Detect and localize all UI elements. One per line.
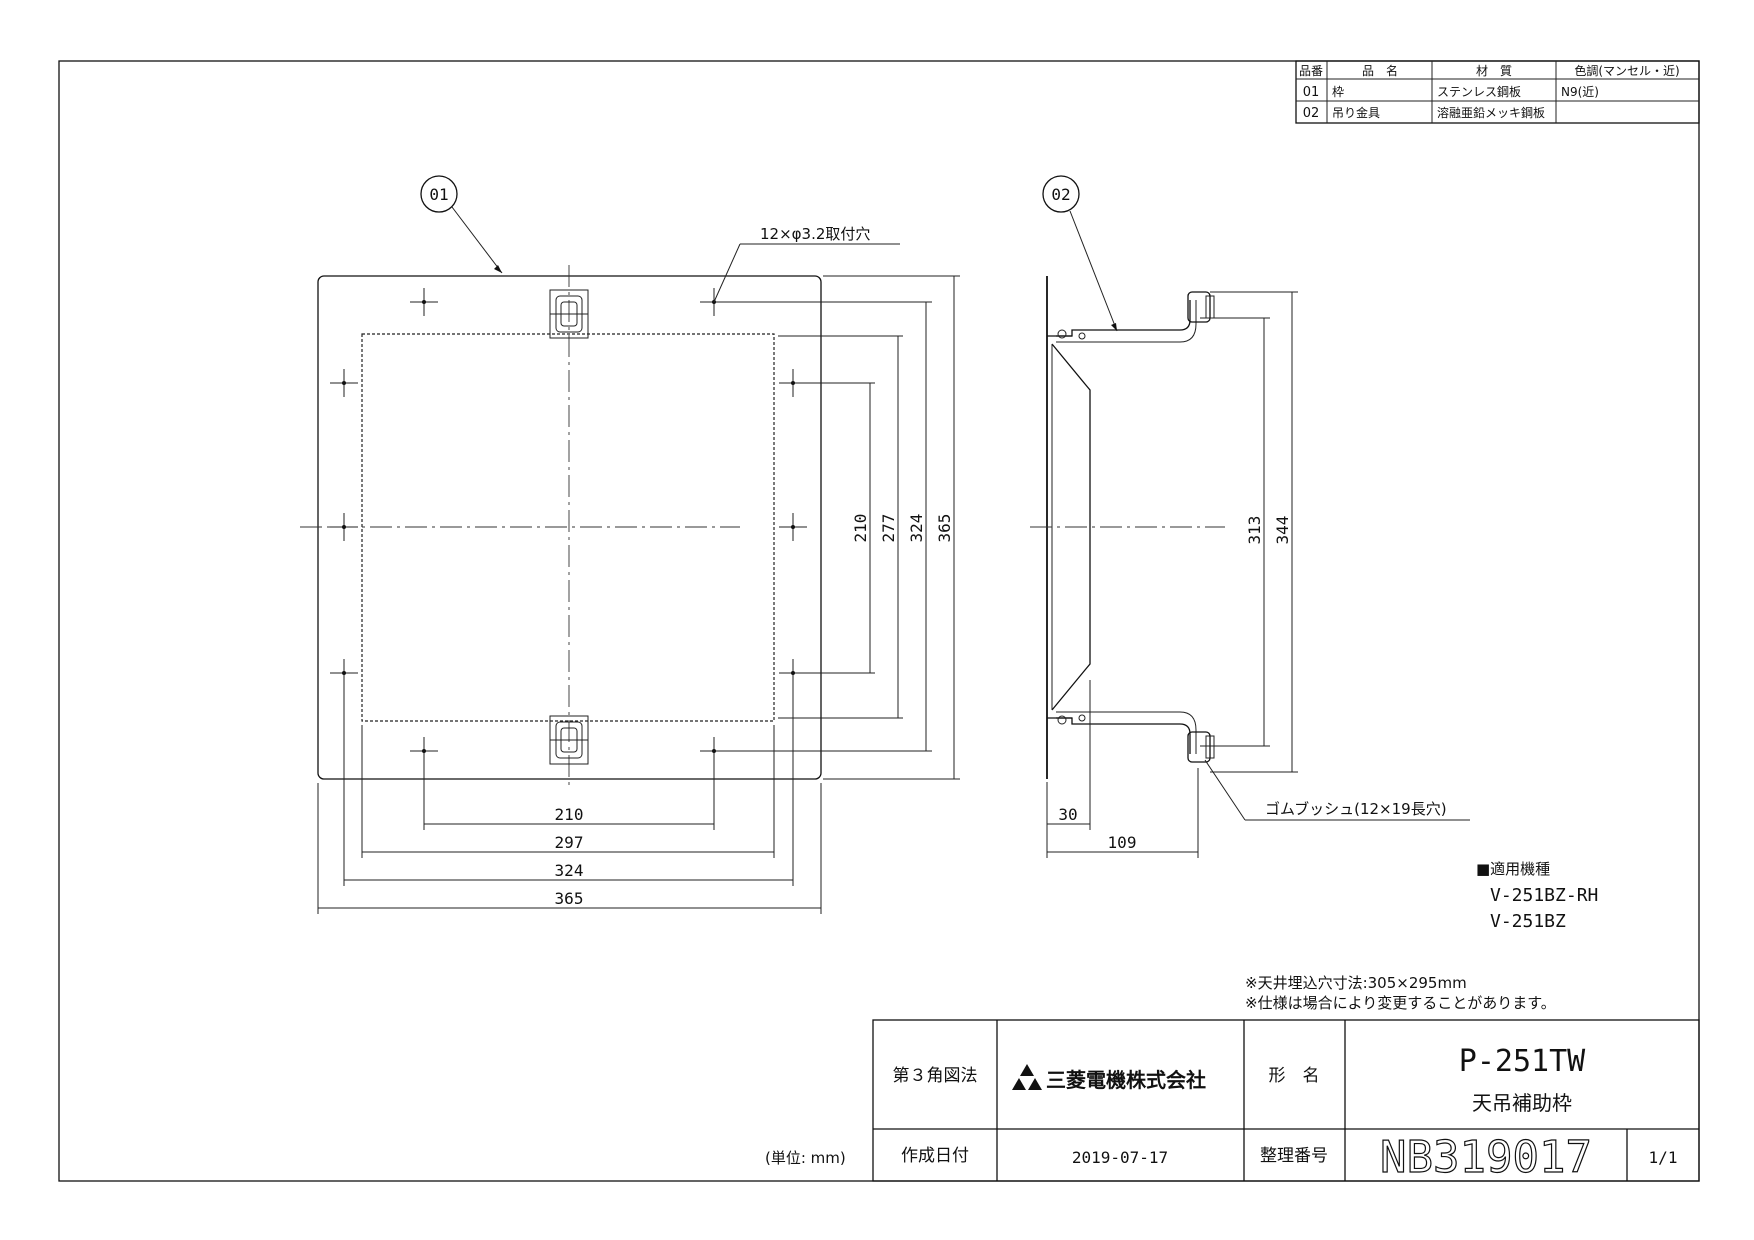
hanger-bracket-top [549,289,589,339]
holes-callout: 12×φ3.2取付穴 [760,225,870,243]
inner-opening [361,333,775,722]
title-block: 第３角図法 三菱電機株式会社 形 名 P-251TW 天吊補助枠 作成日付 20… [872,1019,1700,1184]
header-no: 品番 [1299,64,1323,78]
projection-label: 第３角図法 [893,1066,978,1086]
note-spec-change: ※仕様は場合により変更することがあります。 [1245,994,1556,1012]
model-label: 形 名 [1269,1066,1320,1086]
dim-side-109: 109 [1108,833,1137,852]
dim-h-324: 324 [555,861,584,880]
model-item-2: V-251BZ [1490,911,1566,932]
note-ceiling-hole: ※天井埋込穴寸法:305×295mm [1245,974,1467,992]
dim-h-365: 365 [555,889,584,908]
drawing-number: NB319017 [1380,1132,1592,1183]
dim-side-313: 313 [1245,516,1264,545]
header-color: 色調(マンセル・近) [1574,64,1679,78]
front-vertical-dims: 210 277 324 365 [720,275,960,780]
side-bracket-bottom [1056,711,1215,763]
row1-no: 01 [1303,85,1320,100]
front-view: 01 12×φ3.2取付穴 210 277 324 365 [300,175,960,914]
front-horizontal-dims: 210 297 324 365 [317,680,822,914]
dim-v-277: 277 [879,514,898,543]
header-name: 品 名 [1362,63,1398,78]
models-heading: ■適用機種 [1476,860,1550,878]
grommet-callout: ゴムブッシュ(12×19長穴) [1265,800,1447,818]
number-label: 整理番号 [1260,1146,1328,1166]
company-name: 三菱電機株式会社 [1046,1068,1206,1092]
sheet-number: 1/1 [1649,1148,1678,1167]
row2-no: 02 [1303,106,1320,121]
balloon-02 [1042,175,1080,213]
balloon-02-label: 02 [1051,185,1070,204]
frame-outline [317,275,822,780]
parts-table: 品番 品 名 材 質 色調(マンセル・近) 01 枠 ステンレス鋼板 N9(近)… [1295,60,1700,124]
sheet-border [58,60,1700,1182]
hanger-bracket-bottom [549,715,589,765]
dim-side-30: 30 [1058,805,1077,824]
applicable-models: ■適用機種 V-251BZ-RH V-251BZ [1476,860,1598,932]
dim-v-324: 324 [907,514,926,543]
dim-h-210: 210 [555,805,584,824]
unit-label: (単位: mm) [765,1149,846,1167]
side-view: 02 ゴムブッシュ(12×19長穴) 313 344 30 109 [1030,175,1470,858]
row1-material: ステンレス鋼板 [1437,85,1521,99]
model-number: P-251TW [1459,1044,1586,1079]
dim-v-365: 365 [935,514,954,543]
dim-v-210: 210 [851,514,870,543]
mounting-holes [330,288,807,765]
header-material: 材 質 [1476,63,1512,78]
frame-body [1051,343,1091,711]
company-logo [1012,1064,1042,1090]
creation-date: 2019-07-17 [1072,1148,1168,1167]
row2-name: 吊り金具 [1332,105,1380,120]
dim-side-344: 344 [1273,516,1292,545]
model-item-1: V-251BZ-RH [1490,885,1598,906]
balloon-01 [420,175,458,213]
dim-h-297: 297 [555,833,584,852]
date-label: 作成日付 [901,1146,969,1166]
product-name: 天吊補助枠 [1472,1091,1572,1115]
side-bracket-top [1056,291,1215,343]
row1-name: 枠 [1332,85,1344,99]
row2-material: 溶融亜鉛メッキ鋼板 [1437,105,1545,120]
balloon-01-label: 01 [429,185,448,204]
row1-color: N9(近) [1561,85,1599,99]
